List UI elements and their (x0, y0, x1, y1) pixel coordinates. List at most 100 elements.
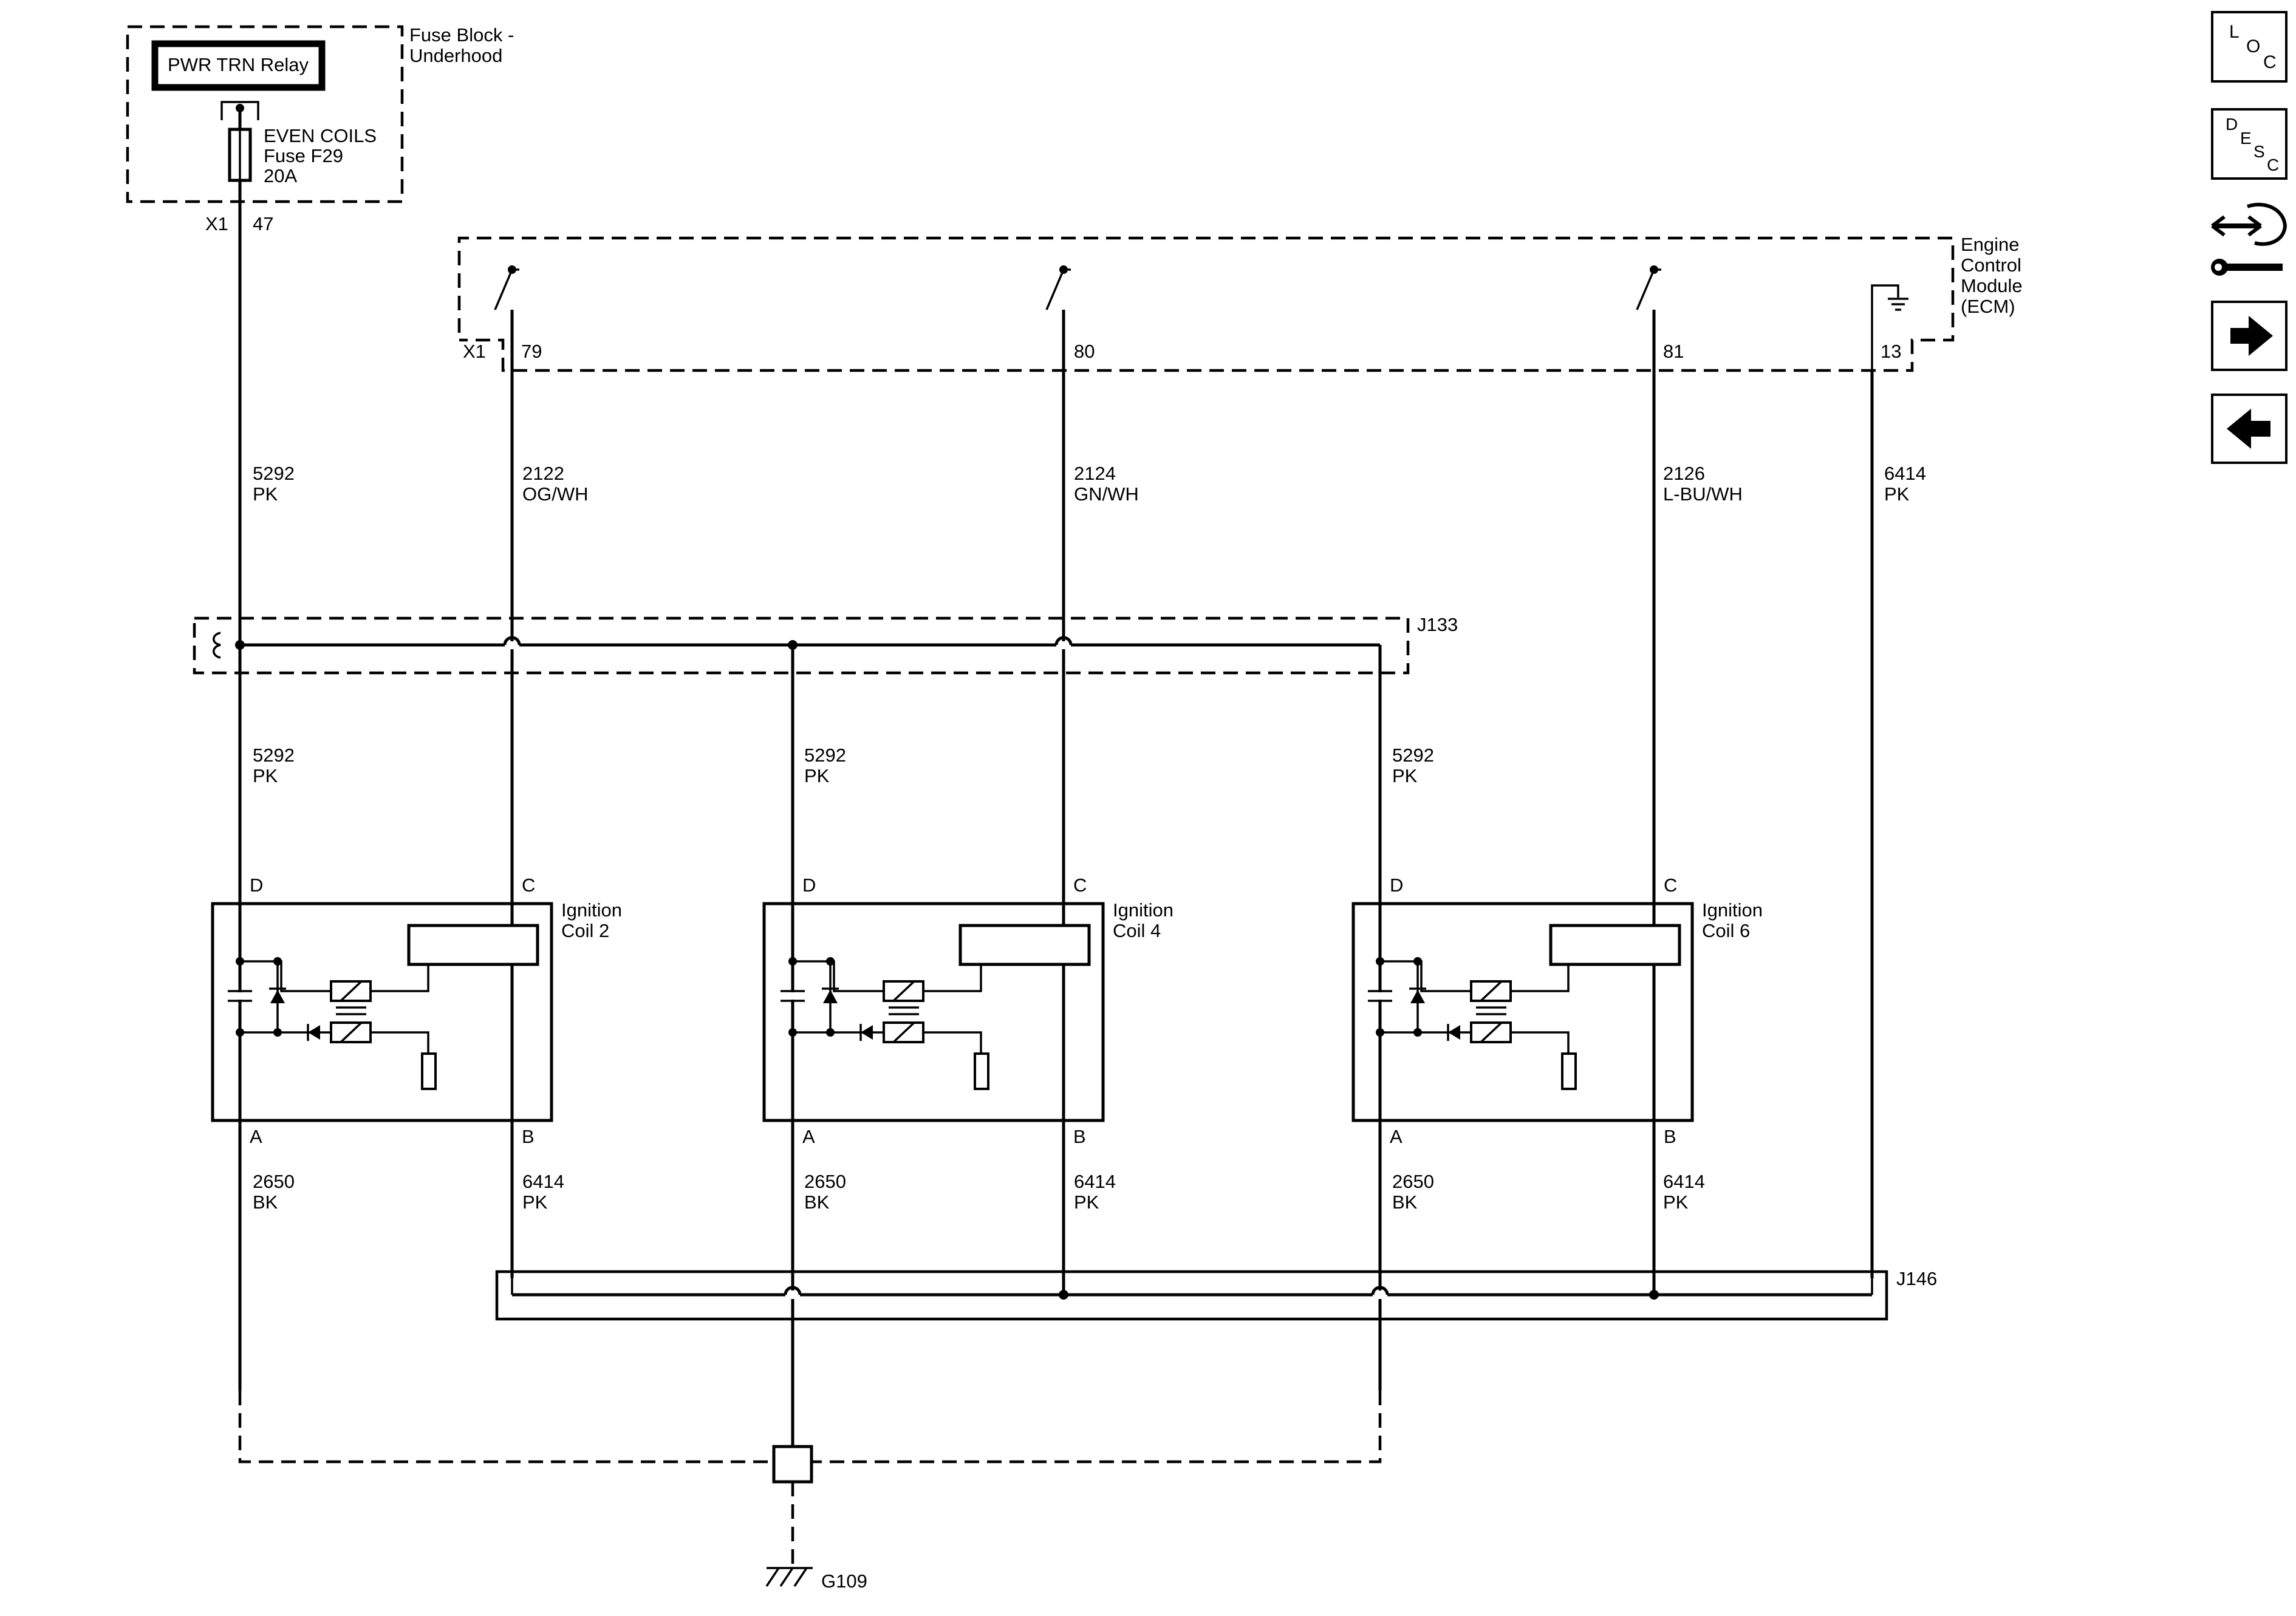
coil-lower-wire-labels: 2650 BK 6414 PK 2650 BK 6414 PK 2650 BK … (253, 1171, 1705, 1213)
coil-driver-module (407, 924, 539, 966)
coil-pin-c: C (522, 874, 535, 896)
coil2-b-wire: 6414 (522, 1171, 564, 1192)
wire-label-2126: 2126 (1663, 463, 1705, 484)
coil4-ground-color: BK (804, 1192, 830, 1213)
coil2-supply-wire: 5292 (253, 745, 295, 766)
coil6-ground-color: BK (1392, 1192, 1418, 1213)
ecm-title-line1: Engine (1961, 234, 2020, 255)
coil-name-line1: Ignition (1113, 899, 1174, 921)
coil-name-line1: Ignition (561, 899, 622, 921)
fuse-block-title-line2: Underhood (409, 45, 502, 66)
coil-supply-labels: 5292 PK 5292 PK 5292 PK (253, 745, 1434, 786)
ecm-pin-81: 81 (1663, 341, 1684, 362)
coil-pin-b: B (1073, 1126, 1086, 1147)
coil4-b-wire: 6414 (1074, 1171, 1116, 1192)
splice-j146: J146 (495, 1268, 1937, 1321)
wire-color-og-wh: OG/WH (522, 483, 589, 505)
ecm-connector: X1 (463, 341, 486, 362)
fuse-block-connector: X1 (205, 213, 228, 234)
coil-name-line2: Coil 6 (1702, 920, 1750, 941)
wire-label-5292: 5292 (253, 463, 295, 484)
coil-name-line2: Coil 2 (561, 920, 609, 941)
coil-housing (211, 902, 553, 1122)
fuse-line-2: Fuse F29 (264, 145, 343, 166)
engine-control-module: Engine Control Module (ECM) X1 79 80 81 … (457, 234, 2023, 372)
ground-g109: G109 (238, 1391, 1382, 1592)
g109-label: G109 (821, 1570, 867, 1592)
coil-driver-module (958, 924, 1091, 966)
wire-color-gn-wh: GN/WH (1074, 483, 1139, 505)
arrow-right-icon (2230, 316, 2273, 356)
coil4-ground-wire: 2650 (804, 1171, 846, 1192)
fuse-line-3: 20A (264, 165, 297, 186)
wire-label-6414: 6414 (1884, 463, 1926, 484)
coil4-supply-wire: 5292 (804, 745, 846, 766)
ecm-driver-switch-80 (1045, 265, 1071, 310)
arrow-left-icon (2227, 409, 2270, 449)
coil-housing (1351, 902, 1694, 1122)
loc-letter-c: C (2263, 52, 2277, 72)
coil-pin-b: B (522, 1126, 535, 1147)
coil-driver-module (1549, 924, 1681, 966)
coil-name-line1: Ignition (1702, 899, 1763, 921)
coil6-b-color: PK (1663, 1192, 1689, 1213)
desc-letter-d: D (2226, 115, 2238, 134)
coil-pin-c: C (1664, 874, 1677, 896)
desc-letter-e: E (2240, 129, 2252, 148)
relay-box (151, 40, 326, 91)
ecm-pin-80: 80 (1074, 341, 1095, 362)
coil2-b-color: PK (522, 1192, 548, 1213)
nav-button-column: L O C D E S C (2210, 11, 2289, 464)
coil4-b-color: PK (1074, 1192, 1099, 1213)
fuse-block-underhood: Fuse Block - Underhood PWR TRN Relay EVE… (126, 24, 514, 234)
loc-letter-l: L (2229, 22, 2240, 42)
ecm-title-line2: Control (1961, 254, 2021, 276)
desc-letter-s: S (2253, 142, 2265, 161)
ground-splice-box (772, 1445, 813, 1484)
coil-pin-d: D (250, 874, 263, 896)
wire-label-2122: 2122 (522, 463, 564, 484)
splice-j133: J133 (193, 614, 1458, 1482)
next-page-button[interactable] (2211, 301, 2287, 371)
ecm-pin-13: 13 (1881, 341, 1901, 362)
coil6-supply-wire: 5292 (1392, 745, 1434, 766)
coil-pin-b: B (1664, 1126, 1676, 1147)
coil-pin-d: D (802, 874, 816, 896)
coil6-b-wire: 6414 (1663, 1171, 1705, 1192)
coil2-ground-wire: 2650 (253, 1171, 295, 1192)
loc-button[interactable]: L O C (2211, 11, 2287, 83)
coil-pin-a: A (250, 1126, 262, 1147)
coil2-supply-color: PK (253, 765, 278, 786)
coil-pin-c: C (1073, 874, 1087, 896)
ecm-driver-switch-81 (1636, 265, 1661, 310)
ecm-title-line3: Module (1961, 275, 2023, 296)
coil-pin-a: A (802, 1126, 815, 1147)
ecm-title-line4: (ECM) (1961, 296, 2015, 317)
previous-page-button[interactable] (2211, 394, 2287, 464)
ecm-driver-switch-79 (494, 265, 519, 310)
wire-color-pk: PK (253, 483, 278, 505)
coil4-supply-color: PK (804, 765, 830, 786)
desc-letter-c: C (2267, 155, 2279, 174)
fuse-line-1: EVEN COILS (264, 125, 377, 146)
wire-color-l-bu-wh: L-BU/WH (1663, 483, 1743, 505)
j133-label: J133 (1417, 614, 1458, 635)
connector-end-view-button[interactable] (2210, 197, 2289, 276)
connector-wrench-icon (2211, 202, 2287, 276)
loc-letter-o: O (2246, 36, 2260, 56)
coil-name-line2: Coil 4 (1113, 920, 1161, 941)
ecm-pin-79: 79 (521, 341, 542, 362)
ecm-internal-ground-icon (1871, 284, 1908, 372)
j146-label: J146 (1896, 1268, 1937, 1289)
desc-button[interactable]: D E S C (2211, 108, 2287, 180)
fuse-block-title-line1: Fuse Block - (409, 24, 514, 46)
coil6-supply-color: PK (1392, 765, 1418, 786)
coil-pin-a: A (1390, 1126, 1403, 1147)
coil-housing (762, 902, 1105, 1122)
fuse-block-pin-47: 47 (253, 213, 273, 234)
